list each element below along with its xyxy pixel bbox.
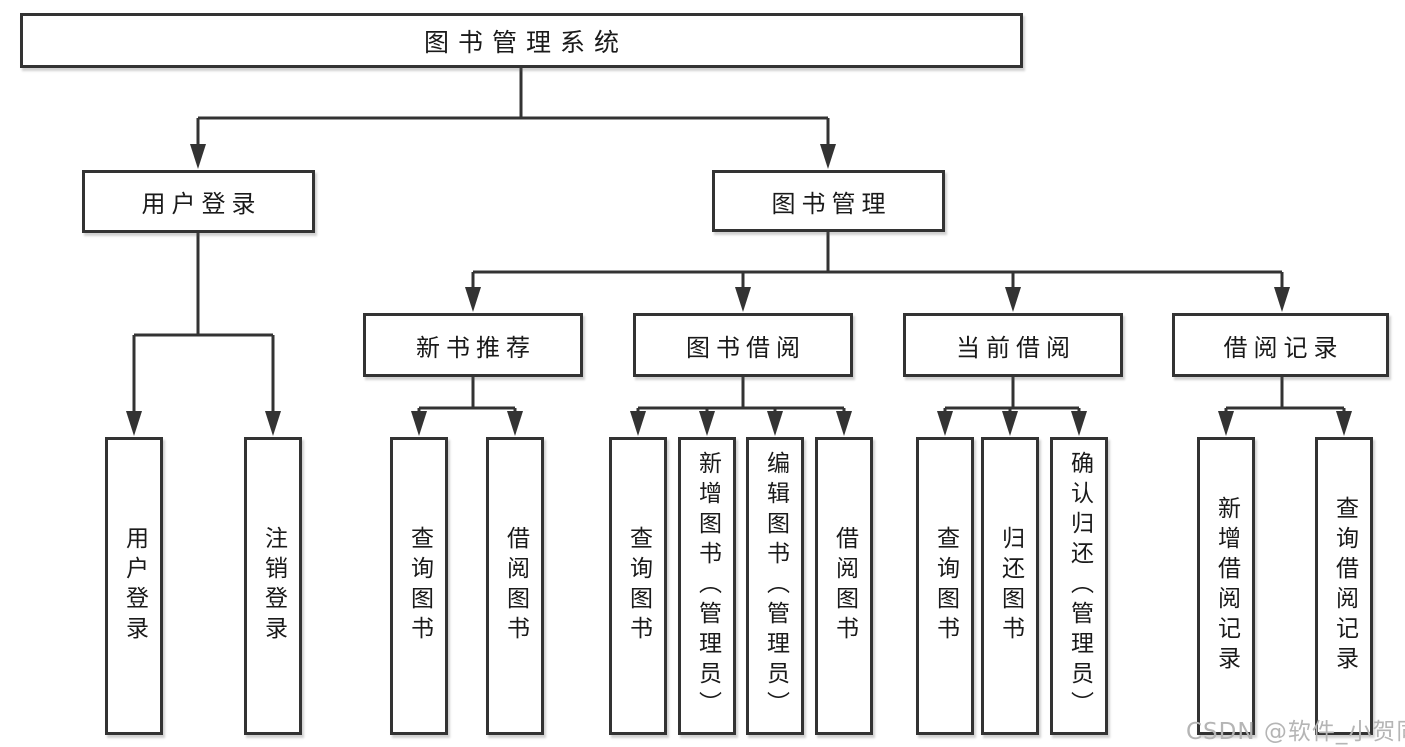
node-borrow-records: 借阅记录 (1172, 313, 1389, 377)
arrow-icon (1336, 411, 1352, 436)
node-library-management-system: 图书管理系统 (20, 13, 1023, 68)
leaf-cb-confirm-return-admin: 确认归还（管理员） (1050, 437, 1108, 735)
watermark: CSDN @软件_小贺同学 (1186, 719, 1405, 745)
arrow-icon (507, 411, 523, 436)
arrow-icon (1002, 411, 1018, 436)
arrow-icon (767, 411, 783, 436)
connector-current-borrow (943, 377, 1081, 413)
arrow-icon (699, 411, 715, 436)
leaf-br-query-record: 查询借阅记录 (1315, 437, 1373, 735)
node-new-book-recommend: 新书推荐 (363, 313, 583, 377)
leaf-bb-borrow-books: 借阅图书 (815, 437, 873, 735)
connector-new-book (417, 377, 517, 413)
leaf-cb-return-books: 归还图书 (981, 437, 1039, 735)
leaf-nb-query-books: 查询图书 (390, 437, 448, 735)
arrow-icon (937, 411, 953, 436)
connector-book-borrow (636, 377, 846, 413)
arrow-icon (465, 287, 481, 312)
arrow-icon (735, 287, 751, 312)
arrow-icon (411, 411, 427, 436)
leaf-user-login: 用户登录 (105, 437, 163, 735)
arrow-icon (630, 411, 646, 436)
node-user-login: 用户登录 (82, 170, 315, 233)
leaf-bb-add-books-admin: 新增图书（管理员） (678, 437, 736, 735)
arrow-icon (1005, 287, 1021, 312)
leaf-cb-query-books: 查询图书 (916, 437, 974, 735)
connector-root (196, 68, 830, 146)
arrow-icon (126, 411, 142, 436)
arrow-icon (1274, 287, 1290, 312)
node-book-borrow: 图书借阅 (633, 313, 853, 377)
connector-user-login (132, 233, 275, 413)
arrow-icon (1071, 411, 1087, 436)
leaf-bb-edit-books-admin: 编辑图书（管理员） (746, 437, 804, 735)
leaf-logout: 注销登录 (244, 437, 302, 735)
node-book-management: 图书管理 (712, 170, 945, 232)
arrow-icon (265, 411, 281, 436)
node-current-borrow: 当前借阅 (903, 313, 1123, 377)
connector-book-management (471, 232, 1284, 289)
leaf-br-add-record: 新增借阅记录 (1197, 437, 1255, 735)
arrow-icon (190, 144, 206, 169)
arrow-icon (820, 144, 836, 169)
leaf-nb-borrow-books: 借阅图书 (486, 437, 544, 735)
arrow-icon (836, 411, 852, 436)
arrow-icon (1218, 411, 1234, 436)
leaf-bb-query-books: 查询图书 (609, 437, 667, 735)
connector-borrow-records (1224, 377, 1346, 413)
